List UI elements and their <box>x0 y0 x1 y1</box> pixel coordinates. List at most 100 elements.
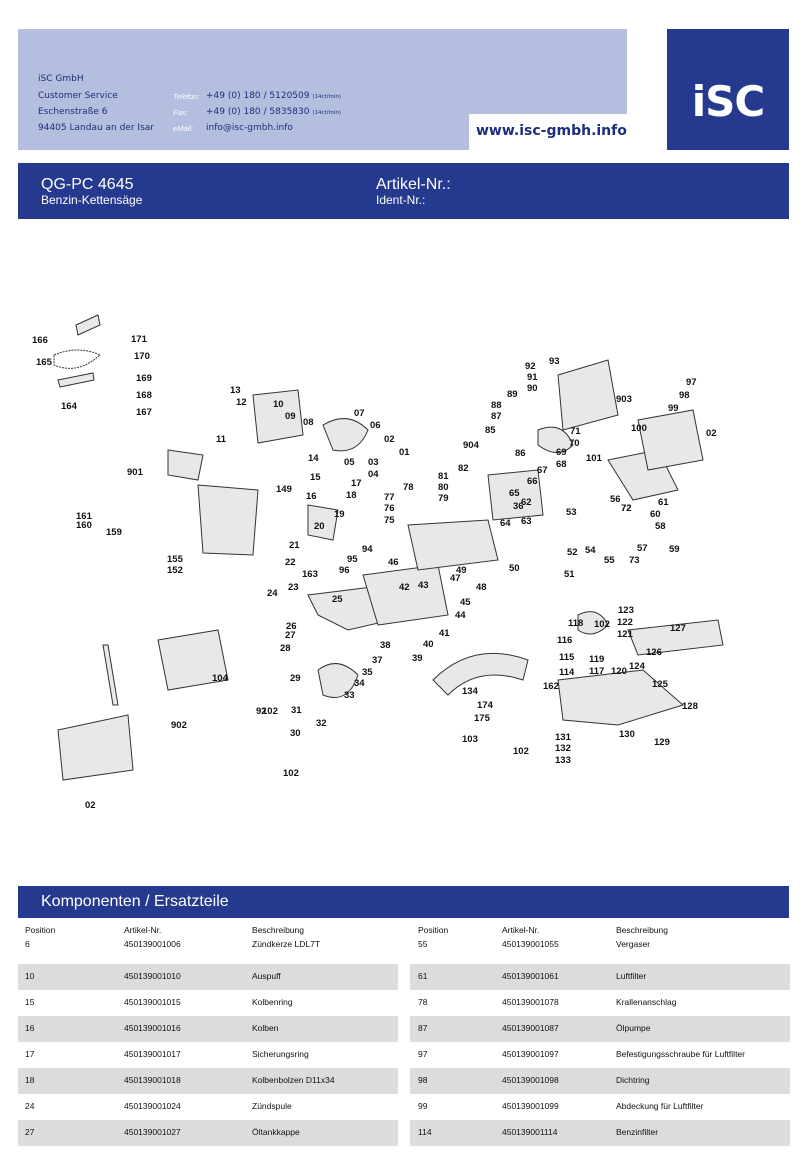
part-label: 49 <box>456 565 467 576</box>
part-label: 124 <box>629 661 646 672</box>
part-label: 67 <box>537 465 548 476</box>
part-label: 99 <box>668 403 679 414</box>
cell-description: Benzinfilter <box>616 1127 659 1137</box>
part-label: 169 <box>136 373 152 384</box>
part-label: 81 <box>438 471 449 482</box>
part-label: 54 <box>585 545 596 556</box>
part-label: 24 <box>267 588 278 599</box>
part-label: 09 <box>285 411 296 422</box>
part-label: 175 <box>474 713 491 724</box>
cell-position: 10 <box>25 971 35 981</box>
column-header-article: Artikel-Nr. <box>502 925 540 935</box>
column-header-position: Position <box>418 925 449 935</box>
part-label: 41 <box>439 628 450 639</box>
part-label: 17 <box>351 478 362 489</box>
part-label: 92 <box>256 706 267 717</box>
cell-description: Befestigungsschraube für Luftfilter <box>616 1049 745 1059</box>
part-label: 02 <box>85 800 96 811</box>
part-label: 97 <box>686 377 697 388</box>
part-label: 05 <box>344 457 355 468</box>
cell-description: Zündspule <box>252 1101 292 1111</box>
cell-article: 450139001016 <box>124 1023 181 1033</box>
phone-number: +49 (0) 180 / 5120509 (14ct/min) <box>206 91 342 101</box>
part-label: 101 <box>586 453 603 464</box>
part-label: 93 <box>549 356 560 367</box>
part-label: 40 <box>423 639 434 650</box>
part-label: 80 <box>438 482 449 493</box>
part-label: 53 <box>566 507 577 518</box>
table-header-row: Position Artikel-Nr. Beschreibung <box>410 918 790 938</box>
exploded-parts-diagram: 166 171 165 170 169 168 164 167 13 12 10… <box>18 285 789 820</box>
part-label: 104 <box>212 673 229 684</box>
part-label: 02 <box>706 428 717 439</box>
section-title: Komponenten / Ersatzteile <box>41 893 229 910</box>
part-label: 130 <box>619 729 635 740</box>
part-label: 116 <box>557 635 572 646</box>
part-label: 902 <box>171 720 187 731</box>
part-label: 103 <box>462 734 478 745</box>
part-label: 26 <box>286 621 297 632</box>
product-title-bar: QG-PC 4645 Benzin-Kettensäge Artikel-Nr.… <box>18 163 789 219</box>
cell-description: Krallenanschlag <box>616 997 677 1007</box>
cell-article: 450139001099 <box>502 1101 559 1111</box>
part-label: 16 <box>306 491 317 502</box>
street: Eschenstraße 6 <box>38 107 108 117</box>
part-label: 45 <box>460 597 471 608</box>
cell-position: 61 <box>418 971 428 981</box>
part-label: 58 <box>655 521 666 532</box>
column-header-description: Beschreibung <box>616 925 668 935</box>
part-label: 89 <box>507 389 518 400</box>
part-label: 32 <box>316 718 327 729</box>
cell-position: 98 <box>418 1075 428 1085</box>
cell-description: Abdeckung für Luftfilter <box>616 1101 704 1111</box>
email-link[interactable]: info@isc-gmbh.info <box>206 123 293 133</box>
email-label: eMail: <box>173 124 194 133</box>
cell-position: 87 <box>418 1023 428 1033</box>
part-label: 19 <box>334 509 345 520</box>
part-label: 64 <box>500 518 511 529</box>
part-label: 72 <box>621 503 632 514</box>
part-label: 27 <box>285 630 296 641</box>
part-label: 903 <box>616 394 632 405</box>
part-label: 167 <box>136 407 152 418</box>
part-label: 68 <box>556 459 567 470</box>
part-label: 82 <box>458 463 469 474</box>
phone-label: Telefon: <box>173 92 200 101</box>
part-label: 06 <box>370 420 381 431</box>
cell-description: Auspuff <box>252 971 281 981</box>
part-label: 127 <box>670 623 686 634</box>
cell-position: 17 <box>25 1049 35 1059</box>
cell-description: Kolbenring <box>252 997 293 1007</box>
part-label: 21 <box>289 540 300 551</box>
part-label: 59 <box>669 544 680 555</box>
part-label: 90 <box>527 383 538 394</box>
part-label: 08 <box>303 417 314 428</box>
cell-position: 15 <box>25 997 35 1007</box>
website-box <box>469 114 627 150</box>
part-label: 166 <box>32 335 48 346</box>
cell-description: Sicherungsring <box>252 1049 309 1059</box>
part-label: 102 <box>283 768 299 779</box>
website-link[interactable]: www.isc-gmbh.info <box>476 123 627 139</box>
part-label: 28 <box>280 643 291 654</box>
part-label: 160 <box>76 520 92 531</box>
part-label: 155 <box>167 554 184 565</box>
cell-description: Kolben <box>252 1023 279 1033</box>
part-label: 91 <box>527 372 538 383</box>
fax-number: +49 (0) 180 / 5835830 (14ct/min) <box>206 107 342 117</box>
article-number-label: Artikel-Nr.: <box>376 176 451 193</box>
cell-position: 99 <box>418 1101 428 1111</box>
part-label: 46 <box>388 557 399 568</box>
part-label: 129 <box>654 737 670 748</box>
